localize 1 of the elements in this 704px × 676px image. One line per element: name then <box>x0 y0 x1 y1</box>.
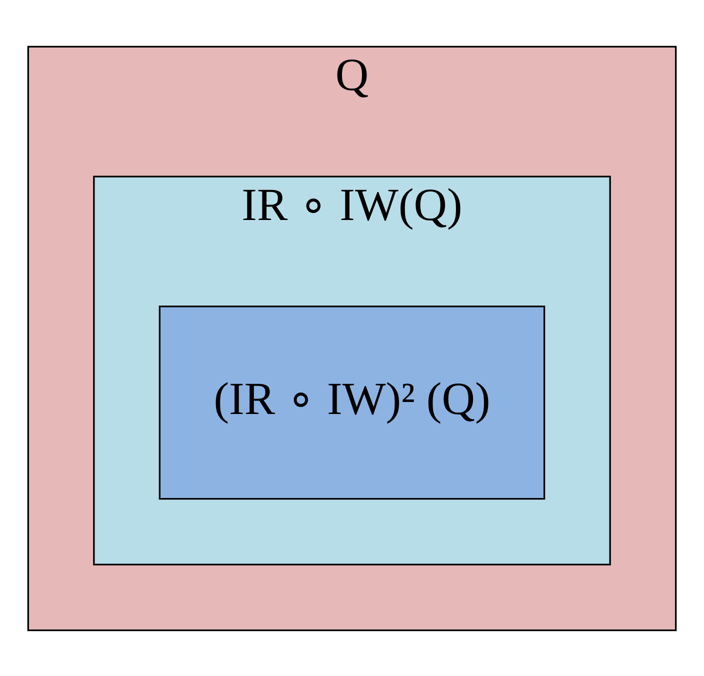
node-box: (IR ∘ IW)² (Q) <box>158 305 546 500</box>
